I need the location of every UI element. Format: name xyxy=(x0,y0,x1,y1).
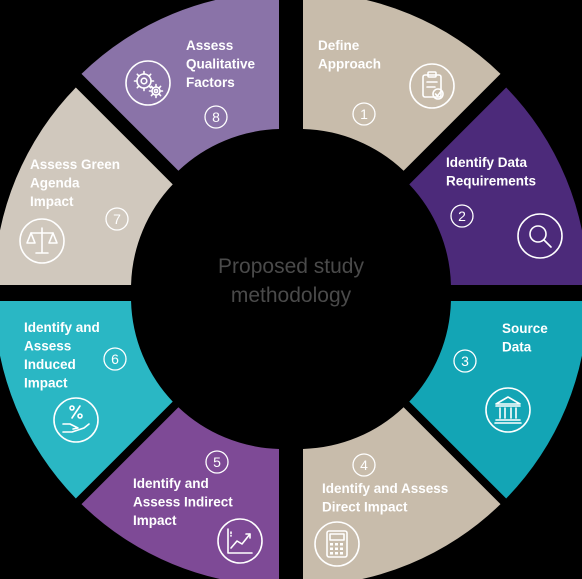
step-label-line: Data xyxy=(502,340,532,355)
step-number: 7 xyxy=(113,211,121,227)
step-label-line: Qualitative xyxy=(186,57,256,72)
step-label-line: Agenda xyxy=(30,176,80,191)
step-number: 1 xyxy=(360,106,368,122)
icon-ring xyxy=(314,521,360,567)
step-number-badge: 8 xyxy=(204,105,228,129)
step-label-line: Identify and xyxy=(133,476,209,491)
step-label-line: Identify and Assess xyxy=(322,481,448,496)
step-number-badge: 1 xyxy=(352,102,376,126)
step-label-line: Impact xyxy=(24,376,68,391)
icon-ring xyxy=(485,387,531,433)
segment-shape xyxy=(81,407,279,579)
segment-shape xyxy=(409,87,582,285)
step-label-line: Define xyxy=(318,38,360,53)
percent-hand-icon xyxy=(53,397,99,443)
step-label-line: Source xyxy=(502,321,548,336)
step-label-line: Assess xyxy=(24,339,71,354)
clipboard-check-icon xyxy=(409,63,455,109)
segment-shape xyxy=(303,407,501,579)
center-title-line-1: Proposed study xyxy=(218,255,364,278)
icon-ring xyxy=(125,60,171,106)
step-label-line: Impact xyxy=(30,194,74,209)
step-number: 8 xyxy=(212,109,220,125)
step-number-badge: 6 xyxy=(103,347,127,371)
center-title-line-2: methodology xyxy=(231,284,352,307)
step-number: 3 xyxy=(461,353,469,369)
step-number-badge: 4 xyxy=(352,453,376,477)
icon-ring xyxy=(217,518,263,564)
step-label-line: Identify and xyxy=(24,320,100,335)
bank-icon xyxy=(485,387,531,433)
step-label-line: Identify Data xyxy=(446,155,528,170)
step-label-line: Assess xyxy=(186,38,233,53)
step-label-line: Induced xyxy=(24,357,76,372)
step-label-line: Approach xyxy=(318,57,381,72)
step-number: 4 xyxy=(360,457,368,473)
step-label-line: Assess Indirect xyxy=(133,495,233,510)
segment-shape xyxy=(303,0,501,171)
step-label-line: Impact xyxy=(133,513,177,528)
calculator-icon xyxy=(314,521,360,567)
scales-icon xyxy=(19,218,65,264)
step-label-line: Assess Green xyxy=(30,157,120,172)
segment-shape xyxy=(0,87,173,285)
icon-ring xyxy=(53,397,99,443)
icon-ring xyxy=(409,63,455,109)
icon-ring xyxy=(517,213,563,259)
segment-shape xyxy=(81,0,279,171)
trend-chart-icon xyxy=(217,518,263,564)
step-number-badge: 5 xyxy=(205,450,229,474)
segment-shape xyxy=(409,301,582,499)
magnifier-icon xyxy=(517,213,563,259)
step-number-badge: 7 xyxy=(105,207,129,231)
step-number: 2 xyxy=(458,208,466,224)
icon-ring xyxy=(19,218,65,264)
step-number-badge: 3 xyxy=(453,349,477,373)
gears-icon xyxy=(125,60,171,106)
step-label-line: Factors xyxy=(186,75,235,90)
step-number-badge: 2 xyxy=(450,204,474,228)
step-number: 5 xyxy=(213,454,221,470)
step-number: 6 xyxy=(111,351,119,367)
step-label-line: Requirements xyxy=(446,174,536,189)
center-title: Proposed study methodology xyxy=(218,255,364,307)
step-label-line: Direct Impact xyxy=(322,500,408,515)
